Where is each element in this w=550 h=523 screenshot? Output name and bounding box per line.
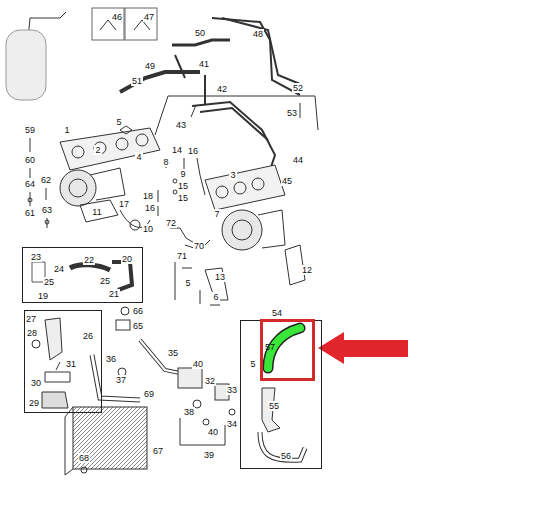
callout-number: 15 [177,193,189,203]
callout-number: 5 [115,117,122,127]
callout-number: 27 [25,314,37,324]
callout-number: 28 [26,328,38,338]
callout-number: 18 [142,191,154,201]
callout-number: 17 [118,199,130,209]
callout-number: 21 [108,289,120,299]
callout-number: 24 [53,264,65,274]
callout-number: 65 [132,321,144,331]
callout-number: 45 [281,176,293,186]
callout-number: 71 [176,251,188,261]
callout-number: 36 [105,354,117,364]
callout-number: 11 [91,207,102,217]
callout-number: 66 [132,306,144,316]
callout-number: 10 [142,224,154,234]
callout-number: 63 [41,205,53,215]
callout-number: 57 [264,342,276,352]
callout-number: 5 [249,359,256,369]
callout-number: 2 [94,145,101,155]
callout-number: 60 [24,155,36,165]
callout-number: 61 [24,208,36,218]
callout-number: 51 [131,76,143,86]
callout-number: 42 [216,84,228,94]
callout-number: 31 [65,359,77,369]
callout-number: 54 [271,308,283,318]
callout-number: 14 [171,145,183,155]
callout-number: 5 [184,278,191,288]
callout-number: 22 [83,255,95,265]
callout-number: 30 [30,378,42,388]
callout-number: 67 [152,446,164,456]
callout-number: 9 [179,169,186,179]
callout-number: 20 [121,254,133,264]
callout-number: 1 [63,125,70,135]
callout-number: 34 [226,419,238,429]
callout-number: 72 [165,218,177,228]
callout-number: 68 [78,453,90,463]
callout-number: 19 [37,291,49,301]
callout-number: 16 [187,146,199,156]
callout-number: 59 [24,125,36,135]
callout-number: 33 [226,385,238,395]
callout-number: 8 [162,157,169,167]
callout-number: 70 [193,241,205,251]
callout-number: 49 [144,61,156,71]
callout-number: 50 [194,28,206,38]
callout-number: 55 [268,401,280,411]
callout-number: 38 [183,407,195,417]
parts-group-frame: 22 23 24 20 25 25 21 19 [22,247,143,303]
callout-number: 56 [280,451,292,461]
callout-number: 53 [286,108,298,118]
callout-number: 52 [292,83,304,93]
callout-number: 64 [24,179,36,189]
callout-number: 69 [143,389,155,399]
callout-number: 15 [177,181,189,191]
callout-number: 47 [143,12,155,22]
callout-number: 46 [111,12,123,22]
callout-number: 32 [204,376,216,386]
callout-number: 37 [115,375,127,385]
callout-number: 16 [144,203,156,213]
highlight-frame: 57 [260,319,315,381]
callout-number: 40 [207,427,219,437]
callout-number: 44 [292,155,304,165]
callout-number: 3 [229,170,236,180]
callout-number: 43 [175,120,187,130]
callout-number: 4 [135,152,142,162]
callout-number: 39 [203,450,215,460]
callout-number: 25 [99,276,111,286]
callout-number: 29 [28,398,40,408]
parts-group-frame: 26 27 28 31 30 29 [24,310,102,413]
callout-number: 7 [213,209,220,219]
callout-number: 48 [252,29,264,39]
callout-number: 12 [301,265,313,275]
parts-group-frame: 545555657 [240,320,322,469]
callout-number: 40 [192,359,204,369]
callout-number: 6 [212,292,219,302]
callout-number: 35 [167,348,179,358]
callout-number: 13 [214,272,226,282]
callout-number: 41 [198,59,210,69]
callout-number: 25 [43,277,55,287]
callout-number: 23 [30,252,42,262]
callout-number: 62 [40,175,52,185]
callout-number: 26 [82,331,94,341]
